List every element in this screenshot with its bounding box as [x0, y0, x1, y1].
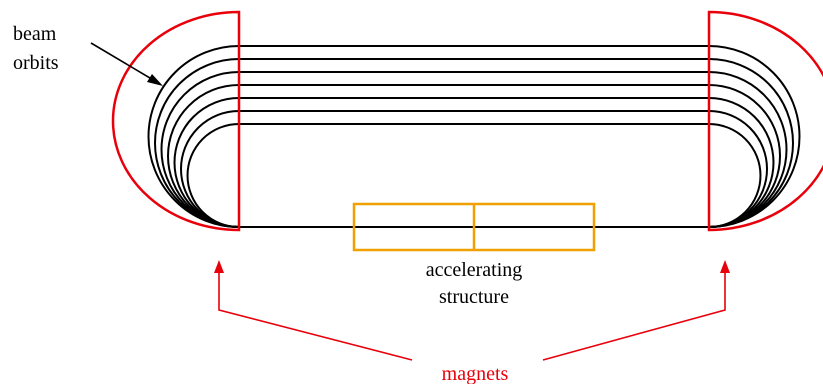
right-magnet-pointer-line	[542, 270, 726, 361]
beam-orbits-label-line1: beam	[13, 23, 57, 45]
right-magnet	[707, 10, 823, 232]
left-magnet	[111, 10, 241, 232]
accelerating-structure-label-line1: accelerating	[426, 259, 523, 281]
beam-orbits-pointer-line	[90, 42, 156, 82]
left-magnet-pointer-arrowhead	[214, 260, 224, 273]
magnets-label: magnets	[442, 363, 509, 384]
beam-orbits	[147, 45, 801, 228]
beam-orbits-pointer-arrowhead	[147, 74, 163, 86]
accelerating-structure-label-line2: structure	[439, 286, 509, 308]
beam-orbits-label-line2: orbits	[13, 52, 59, 74]
left-magnet-pointer-line	[218, 270, 413, 361]
right-magnet-pointer-arrowhead	[720, 260, 730, 273]
beam-orbit	[147, 45, 801, 228]
